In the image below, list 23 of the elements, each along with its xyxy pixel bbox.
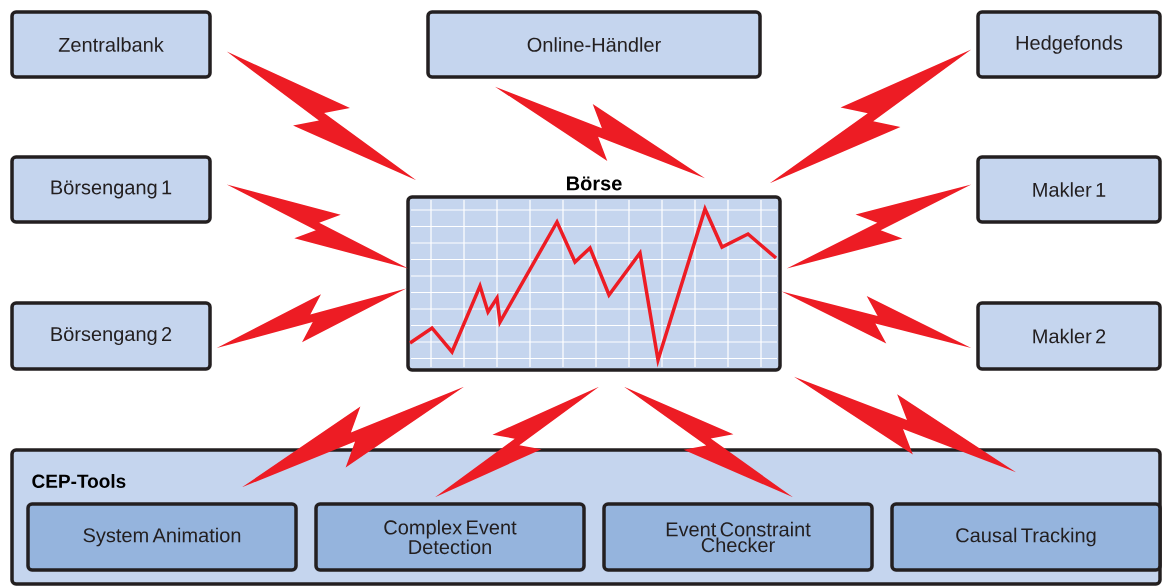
lightning-bolt [226,184,409,269]
lightning-bolt [226,51,417,181]
lightning-bolt [242,386,464,488]
participant-box: Makler 2 [976,301,1162,371]
lightning-bolt [786,184,972,269]
tool-box: Complex Event Detection [314,502,586,572]
lightning-bolt [781,291,972,348]
tool-box: Event Constraint Checker [602,502,874,572]
participant-box: Zentralbank [10,10,212,79]
participant-box: Börsengang 1 [10,155,212,224]
participant-box: Hedgefonds [976,10,1162,79]
lightning-bolt [794,376,1016,473]
lightning-bolt [435,386,599,498]
participant-box: Makler 1 [976,155,1162,224]
lightning-bolt [624,386,793,498]
tool-box: Causal Tracking [890,502,1162,572]
chart-title: Börse [567,176,622,191]
participant-box: Börsengang 2 [10,301,212,371]
participant-box: Online-Händler [426,10,762,79]
lightning-bolt [216,288,407,348]
lightning-bolt [769,49,972,184]
lightning-bolt [495,86,705,179]
tool-box: System Animation [26,502,298,572]
